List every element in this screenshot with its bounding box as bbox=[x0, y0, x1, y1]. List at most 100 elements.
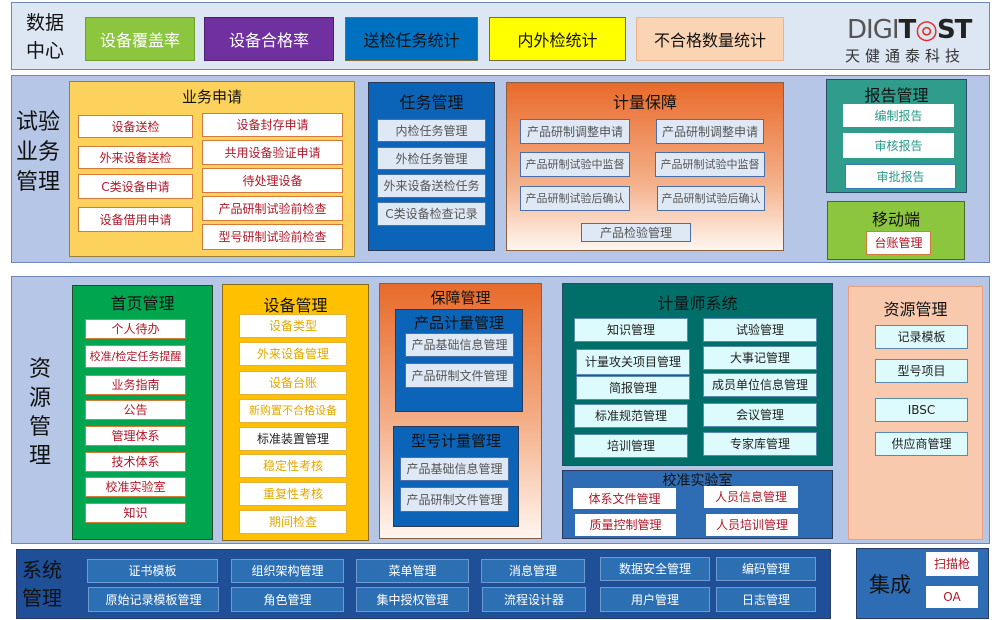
product-dev-docs-button[interactable]: 产品研制文件管理 bbox=[405, 363, 514, 388]
resource-mgmt-group: 资源管理 记录模板 型号项目 IBSC 供应商管理 bbox=[848, 286, 983, 540]
internal-external-stats-button[interactable]: 内外检统计 bbox=[489, 17, 626, 61]
approve-report-button[interactable]: 审批报告 bbox=[845, 164, 956, 189]
app-item-device-seal[interactable]: 设备封存申请 bbox=[202, 113, 343, 137]
quality-control-button[interactable]: 质量控制管理 bbox=[575, 514, 676, 536]
equip-item-periodic-check[interactable]: 期间检查 bbox=[239, 510, 347, 534]
app-item-product-pretest-check[interactable]: 产品研制试验前检查 bbox=[202, 196, 343, 221]
task-item-class-c-record[interactable]: C类设备检查记录 bbox=[377, 202, 486, 226]
staff-training-button[interactable]: 人员培训管理 bbox=[706, 514, 798, 536]
integration-label: 集成 bbox=[869, 573, 911, 597]
data-security-button[interactable]: 数据安全管理 bbox=[600, 557, 710, 581]
oa-button[interactable]: OA bbox=[926, 586, 978, 608]
app-item-device-borrow[interactable]: 设备借用申请 bbox=[78, 207, 193, 232]
equip-item-stability-check[interactable]: 稳定性考核 bbox=[239, 454, 347, 478]
app-item-class-c-apply[interactable]: C类设备申请 bbox=[78, 174, 193, 199]
system-docs-button[interactable]: 体系文件管理 bbox=[573, 488, 676, 509]
scanner-button[interactable]: 扫描枪 bbox=[926, 552, 978, 576]
device-pass-rate-button[interactable]: 设备合格率 bbox=[204, 17, 334, 61]
home-item-calibration-reminder[interactable]: 校准/检定任务提醒 bbox=[85, 345, 186, 368]
metrologist-item[interactable]: 试验管理 bbox=[703, 318, 817, 342]
app-item-external-device-send[interactable]: 外来设备送检 bbox=[78, 146, 193, 169]
equip-item-nonconforming-new[interactable]: 新购置不合格设备 bbox=[239, 399, 347, 423]
inspection-task-stats-button[interactable]: 送检任务统计 bbox=[345, 17, 478, 61]
home-item-knowledge[interactable]: 知识 bbox=[85, 503, 186, 523]
metrologist-item[interactable]: 成员单位信息管理 bbox=[703, 373, 817, 397]
central-authorization-button[interactable]: 集中授权管理 bbox=[356, 587, 469, 612]
model-project-button[interactable]: 型号项目 bbox=[875, 359, 968, 383]
app-item-shared-device-verify[interactable]: 共用设备验证申请 bbox=[202, 140, 343, 165]
metrology-item[interactable]: 产品研制试验后确认 bbox=[520, 186, 630, 211]
record-template-button[interactable]: 记录模板 bbox=[875, 325, 968, 349]
equip-item-ledger[interactable]: 设备台账 bbox=[239, 371, 347, 395]
equip-item-repeatability-check[interactable]: 重复性考核 bbox=[239, 482, 347, 506]
home-item-announcement[interactable]: 公告 bbox=[85, 400, 186, 420]
home-item-todo[interactable]: 个人待办 bbox=[85, 319, 186, 339]
review-report-button[interactable]: 审核报告 bbox=[843, 133, 954, 158]
metrologist-item[interactable]: 标准规范管理 bbox=[574, 404, 688, 428]
supplier-management-button[interactable]: 供应商管理 bbox=[875, 432, 968, 456]
task-item-external[interactable]: 外检任务管理 bbox=[377, 147, 486, 170]
model-dev-docs-button[interactable]: 产品研制文件管理 bbox=[400, 487, 509, 512]
metrology-item[interactable]: 产品研制试验后确认 bbox=[657, 186, 765, 211]
nonconforming-stats-button[interactable]: 不合格数量统计 bbox=[636, 17, 784, 61]
metrology-item[interactable]: 产品研制调整申请 bbox=[656, 119, 764, 144]
staff-info-button[interactable]: 人员信息管理 bbox=[704, 486, 798, 508]
home-item-technical-system[interactable]: 技术体系 bbox=[85, 452, 186, 472]
system-management-label: 系统 管理 bbox=[19, 556, 65, 612]
equip-item-external[interactable]: 外来设备管理 bbox=[239, 342, 347, 366]
ibsc-button[interactable]: IBSC bbox=[875, 398, 968, 422]
metrologist-item[interactable]: 培训管理 bbox=[574, 434, 688, 458]
app-item-pending-devices[interactable]: 待处理设备 bbox=[202, 168, 343, 193]
label-line: 资 bbox=[28, 357, 51, 382]
log-management-button[interactable]: 日志管理 bbox=[716, 587, 816, 612]
encoding-management-button[interactable]: 编码管理 bbox=[716, 557, 816, 581]
metrologist-item[interactable]: 会议管理 bbox=[703, 403, 817, 427]
compile-report-button[interactable]: 编制报告 bbox=[843, 104, 954, 127]
metrologist-item[interactable]: 计量攻关项目管理 bbox=[576, 349, 690, 375]
user-management-button[interactable]: 用户管理 bbox=[600, 587, 710, 612]
resource-management-label: 资 源 管 理 bbox=[20, 355, 60, 471]
home-item-guide[interactable]: 业务指南 bbox=[85, 375, 186, 395]
product-basic-info-button[interactable]: 产品基础信息管理 bbox=[405, 333, 514, 357]
metrology-item[interactable]: 产品研制试验中监督 bbox=[655, 152, 765, 177]
data-center-label-line2: 中心 bbox=[25, 40, 64, 62]
equipment-management-title: 设备管理 bbox=[263, 296, 328, 315]
certificate-template-button[interactable]: 证书模板 bbox=[87, 559, 218, 583]
home-item-calibration-lab[interactable]: 校准实验室 bbox=[85, 477, 186, 497]
task-item-external-device-send[interactable]: 外来设备送检任务 bbox=[377, 174, 486, 198]
application-title: 业务申请 bbox=[181, 88, 242, 106]
report-management-group: 报告管理 编制报告 审核报告 审批报告 bbox=[826, 79, 967, 193]
metrology-item[interactable]: 产品研制调整申请 bbox=[520, 119, 630, 144]
task-item-internal[interactable]: 内检任务管理 bbox=[377, 119, 486, 142]
data-center-bar: 数据 中心 设备覆盖率 设备合格率 送检任务统计 内外检统计 不合格数量统计 D… bbox=[11, 2, 990, 70]
device-coverage-button[interactable]: 设备覆盖率 bbox=[85, 17, 195, 61]
message-management-button[interactable]: 消息管理 bbox=[481, 559, 585, 583]
app-item-model-pretest-check[interactable]: 型号研制试验前检查 bbox=[202, 224, 343, 250]
label-line: 业务 bbox=[15, 140, 60, 165]
role-management-button[interactable]: 角色管理 bbox=[231, 587, 344, 612]
label-line: 系统 bbox=[22, 558, 62, 582]
menu-management-button[interactable]: 菜单管理 bbox=[356, 559, 469, 583]
metrologist-item[interactable]: 专家库管理 bbox=[703, 432, 817, 456]
equip-item-standard-device[interactable]: 标准装置管理 bbox=[239, 427, 347, 451]
label-line: 试验 bbox=[15, 110, 60, 135]
org-structure-button[interactable]: 组织架构管理 bbox=[231, 559, 344, 583]
metrologist-system-group: 计量师系统 知识管理 计量攻关项目管理 简报管理 标准规范管理 培训管理 试验管… bbox=[562, 283, 833, 466]
metrologist-item[interactable]: 大事记管理 bbox=[703, 346, 817, 370]
product-inspection-button[interactable]: 产品检验管理 bbox=[581, 223, 691, 242]
resource-management-section: 资 源 管 理 首页管理 个人待办 校准/检定任务提醒 业务指南 公告 管理体系… bbox=[11, 276, 990, 544]
calibration-lab-group: 校准实验室 体系文件管理 人员信息管理 质量控制管理 人员培训管理 bbox=[562, 470, 833, 539]
metrology-item[interactable]: 产品研制试验中监督 bbox=[520, 152, 630, 177]
equip-item-types[interactable]: 设备类型 bbox=[239, 314, 347, 338]
raw-record-template-button[interactable]: 原始记录模板管理 bbox=[88, 587, 219, 612]
metrologist-item[interactable]: 知识管理 bbox=[574, 318, 688, 342]
metrologist-item[interactable]: 简报管理 bbox=[576, 376, 690, 400]
label-line: 理 bbox=[28, 444, 51, 469]
ledger-management-button[interactable]: 台账管理 bbox=[866, 231, 931, 255]
app-item-device-send[interactable]: 设备送检 bbox=[78, 115, 193, 138]
home-item-management-system[interactable]: 管理体系 bbox=[85, 426, 186, 446]
company-name: 天健通泰科技 bbox=[845, 47, 966, 65]
model-basic-info-button[interactable]: 产品基础信息管理 bbox=[400, 457, 509, 481]
task-management-title: 任务管理 bbox=[399, 93, 464, 112]
workflow-designer-button[interactable]: 流程设计器 bbox=[482, 587, 586, 612]
